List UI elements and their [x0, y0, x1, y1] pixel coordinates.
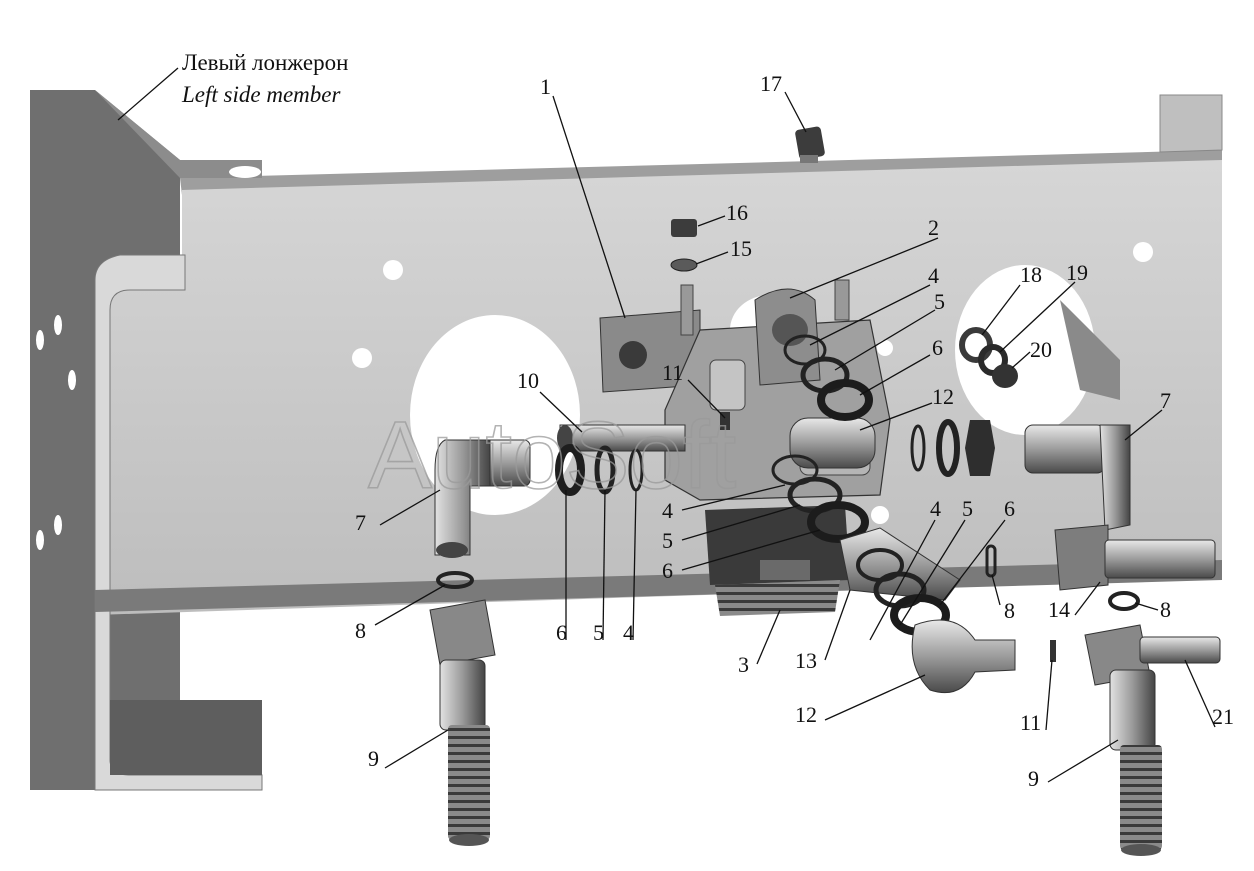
part-8-washer-left: [436, 571, 474, 589]
watermark: AutoSoft: [368, 402, 736, 509]
callout-5-right: 5: [962, 496, 973, 521]
frame-column-hole: [54, 315, 62, 335]
callout-3: 3: [738, 652, 749, 677]
callout-8-mid: 8: [1004, 598, 1015, 623]
part-9-fitting-left: [429, 599, 496, 846]
callout-15: 15: [730, 236, 752, 261]
part-16-nut: [671, 219, 697, 237]
part-6-ring-upper: [817, 379, 873, 421]
frame-column-hole: [36, 530, 44, 550]
callout-8-right: 8: [1160, 597, 1171, 622]
callout-12-bottom: 12: [795, 702, 817, 727]
callout-9-right: 9: [1028, 766, 1039, 791]
part-6-ring-front: [807, 501, 869, 543]
frame-hole-small: [352, 348, 372, 368]
frame-hole-small: [383, 260, 403, 280]
callout-7-left: 7: [355, 510, 366, 535]
part-5-ring-right: [936, 419, 960, 477]
part-8-washer-right: [1108, 591, 1140, 611]
callout-20: 20: [1030, 337, 1052, 362]
callout-11-bottom: 11: [1020, 710, 1041, 735]
callout-8-left: 8: [355, 618, 366, 643]
callout-12-top: 12: [932, 384, 954, 409]
callouts: 1 2 3 4 5 6 4 5 6 6 5 4 4 5: [355, 71, 1234, 791]
part-21-tube: [1139, 636, 1221, 664]
part-4-ring-right: [910, 424, 926, 472]
callout-9-left: 9: [368, 746, 379, 771]
part-15-washer: [670, 258, 698, 272]
callout-2: 2: [928, 215, 939, 240]
part-7-elbow-left: [434, 439, 531, 558]
callout-21: 21: [1212, 704, 1234, 729]
part-9-fitting-right: [1084, 624, 1162, 856]
frame-column-hole: [36, 330, 44, 350]
frame-column-hole: [68, 370, 76, 390]
frame-hole-right-shade: [1060, 300, 1120, 400]
callout-6-top: 6: [932, 335, 943, 360]
callout-19: 19: [1066, 260, 1088, 285]
frame-hole-small: [877, 340, 893, 356]
part-12-elbow-lower: [911, 619, 1016, 694]
callout-5-left: 5: [593, 620, 604, 645]
callout-5-top: 5: [934, 289, 945, 314]
callout-7-right: 7: [1160, 388, 1171, 413]
callout-6-right: 6: [1004, 496, 1015, 521]
part-20-nut: [992, 364, 1018, 388]
callout-13: 13: [795, 648, 817, 673]
callout-4-front: 4: [662, 498, 673, 523]
callout-6-left: 6: [556, 620, 567, 645]
frame-caption: Левый лонжерон Left side member: [117, 50, 348, 121]
part-12-fitting-upper: [789, 417, 876, 469]
callout-5-front: 5: [662, 528, 673, 553]
caption-en: Left side member: [181, 82, 341, 107]
callout-1: 1: [540, 74, 551, 99]
frame-column-hole: [54, 515, 62, 535]
callout-6-front: 6: [662, 558, 673, 583]
callout-14: 14: [1048, 597, 1070, 622]
callout-17: 17: [760, 71, 782, 96]
callout-10: 10: [517, 368, 539, 393]
callout-11-top: 11: [662, 360, 683, 385]
frame-hole-slot: [229, 166, 261, 178]
part-11-clip: [720, 412, 730, 430]
part-stud: [680, 284, 694, 336]
part-1-bracket-bolt: [619, 341, 647, 369]
part-stud: [834, 279, 850, 321]
frame-lower-plate: [95, 700, 262, 775]
callout-4-right: 4: [930, 496, 941, 521]
part-6-nut-right: [965, 420, 995, 476]
part-10-tube: [557, 424, 686, 452]
frame-hole-small: [1133, 242, 1153, 262]
parts: [429, 126, 1221, 856]
part-8-ring-small: [985, 544, 997, 578]
part-6-ring: [555, 444, 585, 496]
part-7-elbow-right: [1024, 424, 1131, 531]
part-14-tee: [1054, 524, 1216, 591]
callout-16: 16: [726, 200, 748, 225]
frame-hole-small: [871, 506, 889, 524]
part-11-clip-lower: [1050, 640, 1056, 662]
caption-ru: Левый лонжерон: [182, 50, 348, 75]
part-4-ring-upper: [783, 334, 827, 366]
callout-4-left: 4: [623, 620, 634, 645]
part-3-valve-base: [705, 505, 850, 616]
frame-hole-large-right: [955, 265, 1095, 435]
callout-4-top: 4: [928, 263, 939, 288]
part-17-bolt: [795, 126, 825, 163]
frame-right-bracket: [1159, 94, 1223, 153]
callout-18: 18: [1020, 262, 1042, 287]
